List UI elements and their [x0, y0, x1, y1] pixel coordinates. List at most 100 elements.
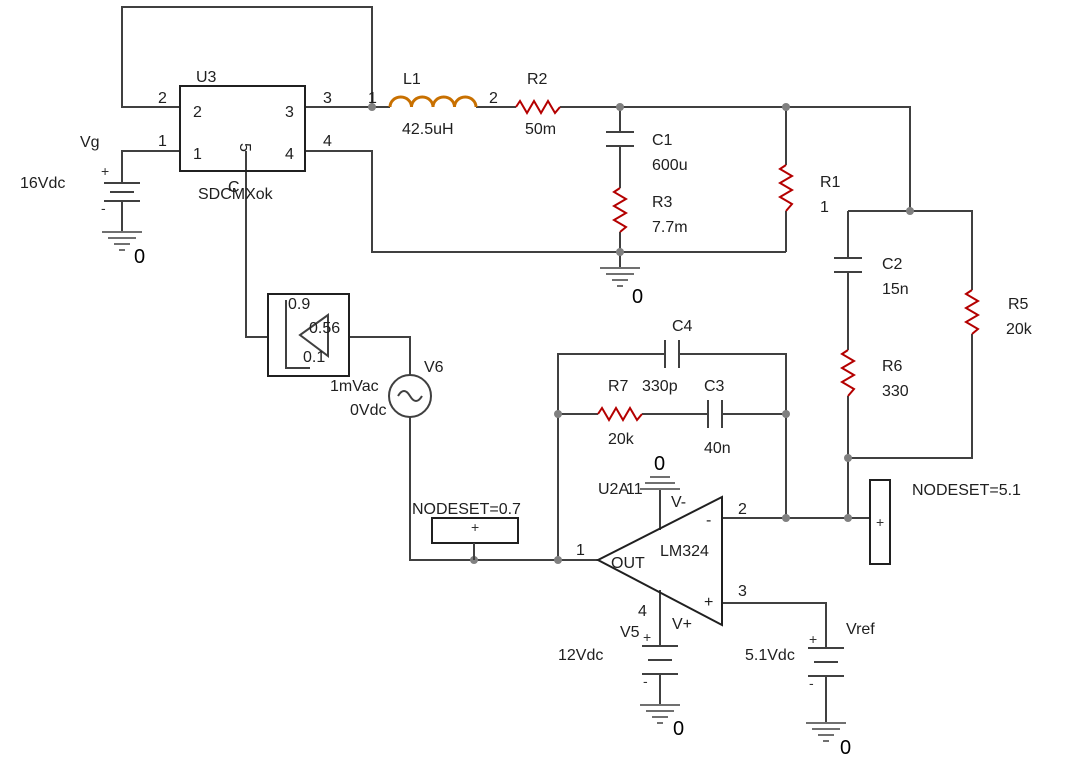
junction-dot [616, 248, 624, 256]
u2a-minus-input: - [706, 512, 711, 529]
v6-dc: 0Vdc [350, 402, 386, 419]
u2a-pin1: 1 [576, 542, 585, 559]
l1-node: 2 [489, 90, 498, 107]
junction-dot [616, 103, 624, 111]
c3-value: 40n [704, 440, 731, 457]
junction-dot [844, 454, 852, 462]
junction-dot [782, 514, 790, 522]
u2a-vplus: V+ [672, 616, 692, 633]
vg-minus: - [101, 200, 106, 216]
c1-capacitor[interactable]: C1 600u [606, 131, 688, 174]
l1-ref: L1 [403, 71, 421, 88]
c2-ref: C2 [882, 256, 903, 273]
nodeset-marker-right[interactable]: + NODESET=5.1 [869, 479, 1021, 565]
nodeset-left-label: NODESET=0.7 [412, 501, 521, 518]
v5-ref: V5 [620, 624, 640, 641]
limiter-high: 0.9 [288, 296, 310, 313]
u3-pin2-outer: 2 [158, 90, 167, 107]
vref-plus: + [809, 631, 817, 647]
c3-ref: C3 [704, 378, 725, 395]
r5-ref: R5 [1008, 296, 1029, 313]
nodeset-marker-left[interactable]: + NODESET=0.7 [412, 501, 521, 560]
ground-symbol: 0 [102, 231, 145, 268]
r3-resistor[interactable]: R3 7.7m [612, 187, 688, 236]
v6-ac-source[interactable]: V6 1mVac 0Vdc [330, 359, 444, 419]
r2-resistor[interactable]: R2 50m [515, 71, 561, 138]
u2a-opamp[interactable]: U2A 11 V- - LM324 OUT + V+ 1 2 3 4 [576, 481, 747, 633]
junction-dots [368, 103, 914, 564]
vref-source[interactable]: + - Vref 5.1Vdc [745, 621, 875, 691]
r3-value: 7.7m [652, 219, 688, 236]
ground-symbol: 0 [640, 453, 680, 490]
l1-inductor[interactable]: L1 42.5uH 2 [388, 71, 498, 138]
vref-ref: Vref [846, 621, 875, 638]
junction-dot [782, 103, 790, 111]
junction-dot [844, 514, 852, 522]
r5-value: 20k [1006, 321, 1033, 338]
c4-capacitor[interactable]: C4 330p [642, 318, 693, 395]
v5-value: 12Vdc [558, 647, 603, 664]
r7-value: 20k [608, 431, 635, 448]
u3-pin2-inner: 2 [193, 104, 202, 121]
nodeset-right-label: NODESET=5.1 [912, 482, 1021, 499]
u2a-pin11: 11 [626, 481, 643, 498]
ground-label: 0 [632, 286, 643, 308]
u3-module[interactable]: U3 2 1 3 4 5 SDCMXok C 2 1 3 4 1 [158, 69, 377, 203]
r5-resistor[interactable]: R5 20k [964, 289, 1033, 338]
u2a-model: LM324 [660, 543, 709, 560]
r2-ref: R2 [527, 71, 548, 88]
u2a-out: OUT [611, 555, 645, 572]
u3-out-node: 1 [368, 90, 377, 107]
c1-value: 600u [652, 157, 688, 174]
r3-ref: R3 [652, 194, 673, 211]
v6-ref: V6 [424, 359, 444, 376]
vref-value: 5.1Vdc [745, 647, 795, 664]
u2a-pin4: 4 [638, 603, 647, 620]
u3-pin3-outer: 3 [323, 90, 332, 107]
u2a-vminus: V- [671, 494, 686, 511]
v5-source[interactable]: + - V5 12Vdc [558, 624, 678, 689]
v5-plus: + [643, 629, 651, 645]
ground-symbol: 0 [600, 267, 643, 308]
c2-capacitor[interactable]: C2 15n [834, 256, 909, 298]
c4-ref: C4 [672, 318, 693, 335]
u3-pin5-inner: 5 [236, 143, 253, 152]
r6-value: 330 [882, 383, 909, 400]
r1-ref: R1 [820, 174, 841, 191]
ground-symbol: 0 [640, 704, 684, 740]
vg-value: 16Vdc [20, 175, 65, 192]
nodeset-right-plus: + [876, 514, 884, 530]
limiter-low: 0.1 [303, 349, 325, 366]
u3-pin1-inner: 1 [193, 146, 202, 163]
r2-value: 50m [525, 121, 556, 138]
u2a-plus-input: + [704, 594, 713, 611]
u3-pin4-inner: 4 [285, 146, 294, 163]
u3-model: SDCMXok [198, 186, 274, 203]
limiter-gain: 0.56 [309, 320, 340, 337]
u3-ref: U3 [196, 69, 217, 86]
limiter-block[interactable]: 0.9 0.56 0.1 [267, 293, 350, 377]
vg-plus: + [101, 163, 109, 179]
ground-label: 0 [654, 453, 665, 475]
vg-source[interactable]: + - Vg 16Vdc [20, 134, 140, 216]
u3-pin-c: C [228, 179, 240, 196]
u2a-pin2: 2 [738, 501, 747, 518]
wires [121, 6, 973, 723]
nodeset-left-plus: + [471, 519, 479, 535]
u2a-ref: U2A [598, 481, 629, 498]
r1-resistor[interactable]: R1 1 [778, 164, 841, 216]
junction-dot [782, 410, 790, 418]
junction-dot [906, 207, 914, 215]
r6-resistor[interactable]: R6 330 [840, 349, 909, 400]
r1-value: 1 [820, 199, 829, 216]
u2a-pin3: 3 [738, 583, 747, 600]
ground-label: 0 [840, 737, 851, 759]
u3-pin3-inner: 3 [285, 104, 294, 121]
vref-minus: - [809, 675, 814, 691]
u3-pin1-outer: 1 [158, 133, 167, 150]
c3-capacitor[interactable]: C3 40n [704, 378, 731, 457]
r7-resistor[interactable]: R7 20k [597, 378, 643, 448]
ground-label: 0 [673, 718, 684, 740]
v6-ac: 1mVac [330, 378, 379, 395]
